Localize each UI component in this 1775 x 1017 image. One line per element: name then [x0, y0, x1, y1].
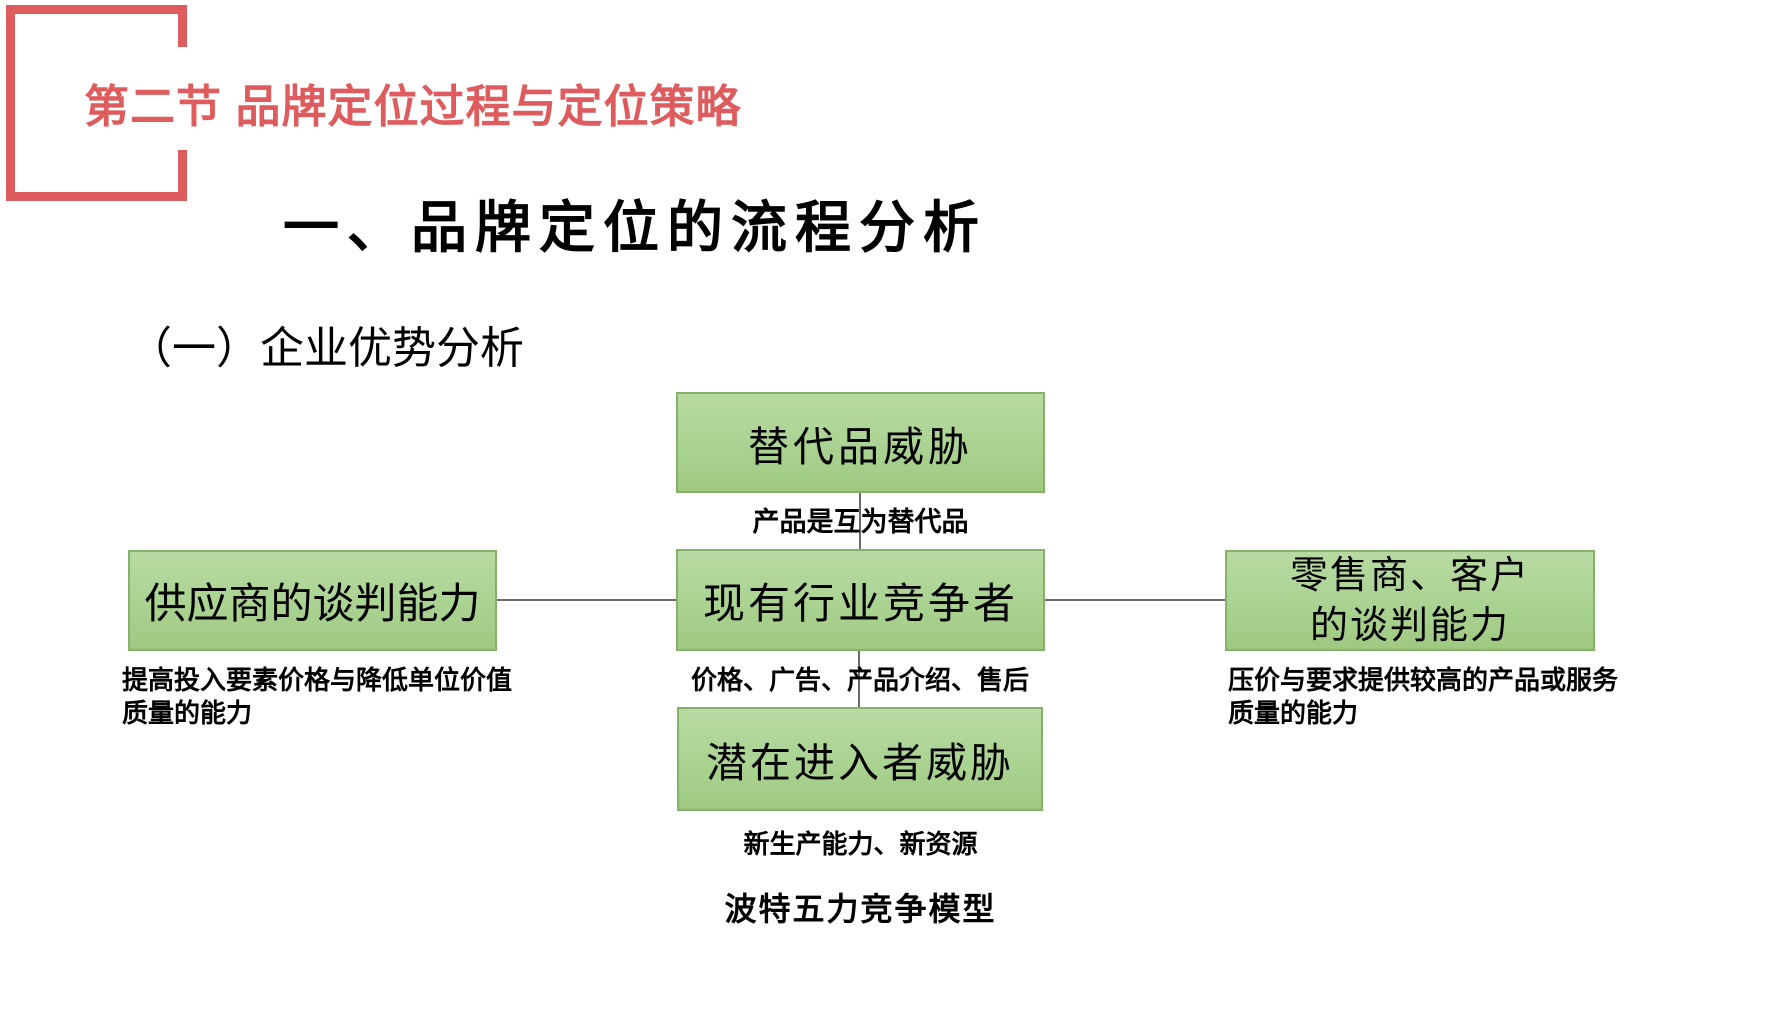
- note-suppliers-line2: 质量的能力: [122, 698, 253, 728]
- note-substitutes: 产品是互为替代品: [752, 507, 969, 537]
- box-substitutes-label: 替代品威胁: [748, 423, 973, 470]
- section-title: 第二节 品牌定位过程与定位策略: [84, 81, 742, 132]
- note-entrants: 新生产能力、新资源: [743, 829, 978, 859]
- accent-frame-bottom-bar: [6, 192, 187, 201]
- box-buyer-bargaining-power: 零售商、客户 的谈判能力: [1225, 550, 1595, 651]
- box-rivals-label: 现有行业竞争者: [702, 581, 1018, 628]
- box-substitutes-threat: 替代品威胁: [676, 392, 1045, 493]
- connector-suppliers-to-rivals: [497, 599, 677, 601]
- diagram-caption: 波特五力竞争模型: [724, 891, 997, 927]
- accent-frame-right-lower-bar: [178, 150, 187, 201]
- accent-frame-top-bar: [6, 5, 187, 14]
- note-suppliers-line1: 提高投入要素价格与降低单位价值: [122, 665, 513, 695]
- connector-rivals-to-entrants: [858, 650, 860, 708]
- accent-frame-right-upper-bar: [178, 5, 187, 47]
- connector-substitutes-to-rivals: [859, 492, 861, 550]
- box-buyers-label-line1: 零售商、客户: [1289, 554, 1530, 597]
- box-potential-entrants-threat: 潜在进入者威胁: [677, 707, 1043, 811]
- box-suppliers-label: 供应商的谈判能力: [144, 582, 481, 628]
- note-suppliers: 提高投入要素价格与降低单位价值 质量的能力: [122, 664, 602, 730]
- box-industry-rivals: 现有行业竞争者: [676, 549, 1045, 651]
- box-entrants-label: 潜在进入者威胁: [706, 740, 1014, 786]
- sub-heading: （一）企业优势分析: [128, 324, 524, 373]
- main-heading: 一、品牌定位的流程分析: [283, 196, 987, 259]
- box-buyers-label: 零售商、客户 的谈判能力: [1290, 551, 1530, 651]
- note-buyers-line2: 质量的能力: [1228, 698, 1359, 728]
- note-rivals: 价格、广告、产品介绍、售后: [690, 665, 1029, 695]
- note-buyers: 压价与要求提供较高的产品或服务 质量的能力: [1228, 664, 1718, 730]
- note-buyers-line1: 压价与要求提供较高的产品或服务: [1228, 665, 1619, 695]
- connector-rivals-to-buyers: [1044, 599, 1226, 601]
- accent-frame-left-bar: [6, 5, 15, 201]
- box-supplier-bargaining-power: 供应商的谈判能力: [128, 550, 497, 651]
- box-buyers-label-line2: 的谈判能力: [1309, 604, 1510, 647]
